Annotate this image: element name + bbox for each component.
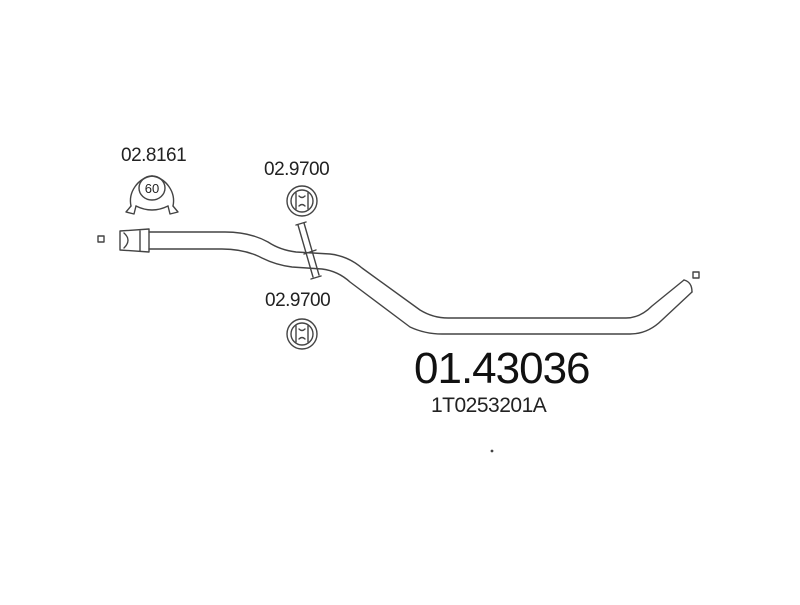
hanger-lower-icon — [286, 318, 318, 350]
hanger-upper-icon — [286, 185, 318, 217]
clamp-size-label: 60 — [145, 181, 159, 196]
hanger-lower-part-number: 02.9700 — [265, 290, 331, 311]
start-marker-icon — [97, 235, 105, 243]
clamp-part-number: 02.8161 — [121, 145, 187, 166]
pipe-part-number: 01.43036 — [414, 344, 591, 393]
dot-mark — [490, 449, 494, 453]
pipe-oem-number: 1T0253201A — [431, 394, 547, 417]
clamp-icon: 60 — [125, 175, 179, 215]
hanger-upper-part-number: 02.9700 — [264, 159, 330, 180]
exhaust-pipe-icon — [119, 221, 693, 335]
end-marker-icon — [692, 271, 700, 279]
